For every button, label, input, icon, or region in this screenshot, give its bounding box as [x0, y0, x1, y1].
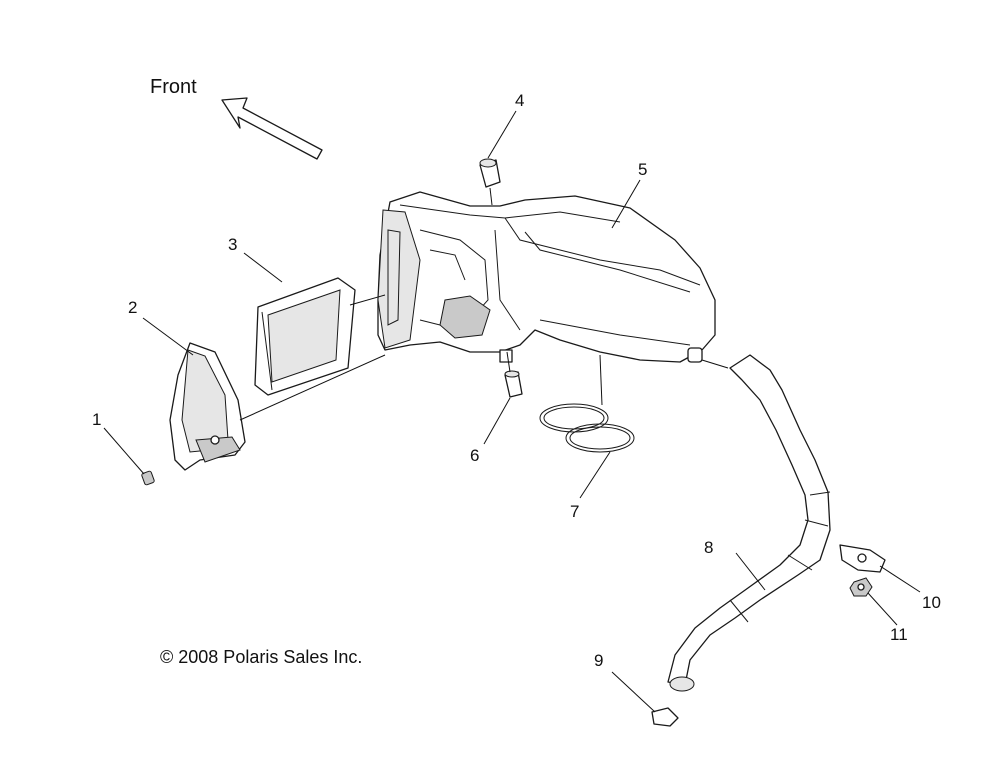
- airbox-cover: [169, 342, 246, 471]
- drain-plug: [504, 370, 523, 398]
- callout-9: 9: [594, 651, 603, 670]
- vent-plug: [479, 158, 501, 188]
- drain-hose: [667, 354, 831, 692]
- o-rings: [539, 403, 635, 453]
- front-arrow: [221, 97, 323, 160]
- callout-2: 2: [128, 298, 137, 317]
- airbox-body: [377, 191, 716, 363]
- air-filter: [254, 277, 356, 396]
- screw: [141, 470, 155, 486]
- p-clamp: [839, 544, 886, 573]
- callout-4: 4: [515, 91, 524, 110]
- nut: [849, 577, 873, 597]
- callout-8: 8: [704, 538, 713, 557]
- callout-6: 6: [470, 446, 479, 465]
- copyright-notice: © 2008 Polaris Sales Inc.: [160, 647, 362, 667]
- callout-11: 11: [890, 625, 908, 644]
- callout-1: 1: [92, 410, 101, 429]
- callout-7: 7: [570, 502, 579, 521]
- front-label: Front: [150, 76, 197, 98]
- callout-10: 10: [922, 593, 941, 612]
- callout-3: 3: [228, 235, 237, 254]
- callout-5: 5: [638, 160, 647, 179]
- hose-clamp: [651, 707, 679, 727]
